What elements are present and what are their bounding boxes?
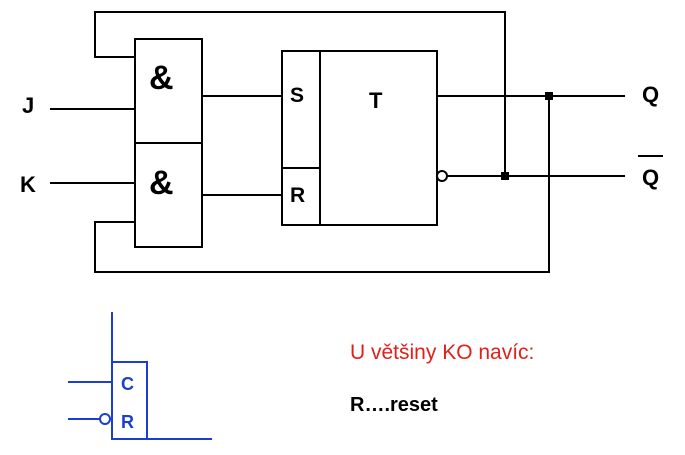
inversion-bubble (436, 170, 448, 182)
q-bar-label: Q (642, 165, 659, 190)
t-label: T (369, 88, 383, 113)
note-headline: U většiny KO navíc: (350, 341, 535, 364)
r-inversion-bubble (99, 413, 111, 425)
clock-reset-block (68, 312, 212, 440)
and-top-symbol: & (149, 59, 174, 97)
j-label: J (22, 93, 34, 118)
flipflop-block (281, 50, 438, 226)
junction-qbar (501, 172, 509, 180)
feedback-q-to-and-bottom (94, 96, 550, 273)
clr-block-frame-line (111, 312, 212, 440)
note-reset: R….reset (350, 394, 438, 416)
clr-block-box (112, 361, 148, 439)
q-label: Q (642, 82, 659, 107)
r-label: R (290, 184, 305, 207)
r-block-label: R (121, 412, 134, 432)
junction-q (545, 92, 553, 100)
k-label: K (20, 172, 36, 197)
s-label: S (290, 84, 304, 107)
feedback-qbar-to-and-top (94, 11, 506, 176)
c-block-label: C (121, 374, 134, 394)
and-bottom-symbol: & (149, 164, 174, 202)
